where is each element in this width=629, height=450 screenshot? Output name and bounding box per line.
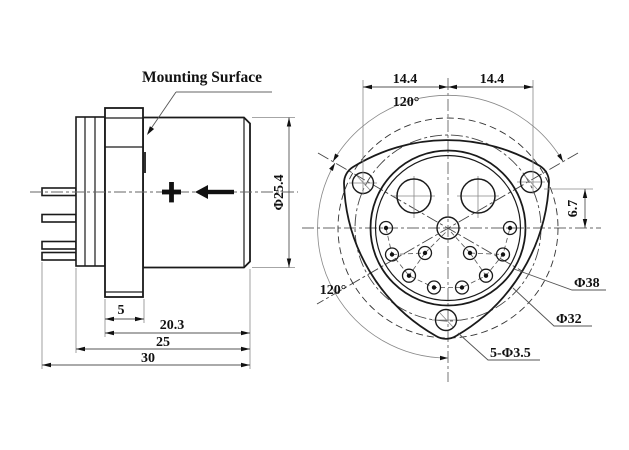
callout-mounting-holes: 5-Φ3.5: [457, 332, 540, 361]
mounting-hole-bottom: [432, 308, 460, 332]
flange-diameter-circle: [337, 117, 559, 339]
angle-bottom-left-text: 120°: [320, 283, 347, 298]
side-view: Mounting Surface Φ25.4 5: [30, 69, 298, 369]
pin-connector-lines: [385, 227, 511, 288]
dim-flange-diameter-text: Φ38: [574, 276, 600, 291]
lobe-axis-right: [316, 152, 579, 305]
dim-hole-span-right-text: 14.4: [480, 72, 505, 87]
dim-shell-to-end-text: 25: [156, 335, 170, 350]
dim-body-diameter-text: Φ25.4: [272, 174, 287, 210]
large-hole-right: [457, 176, 499, 218]
dim-body-diameter: Φ25.4: [252, 117, 295, 268]
dim-bolt-circle-text: Φ32: [556, 312, 582, 327]
connector-shell: [75, 116, 106, 267]
dim-total-length-text: 30: [141, 351, 155, 366]
direction-arrow: [195, 185, 234, 199]
connector-pins: [41, 187, 77, 261]
dim-mounting-holes-text: 5-Φ3.5: [490, 346, 531, 361]
dim-surface-to-end: 20.3: [105, 318, 250, 336]
large-hole-left: [393, 176, 435, 218]
dim-hole-offset-text: 6.7: [566, 200, 581, 218]
lobe-axis-left: [317, 152, 523, 272]
dim-surface-to-end-text: 20.3: [160, 318, 185, 333]
mounting-surface-label: Mounting Surface: [142, 69, 262, 86]
dim-hole-offset: 6.7: [544, 188, 593, 228]
dim-flange-thickness: 5: [105, 303, 144, 322]
center-hole: [436, 216, 460, 240]
callout-flange-diameter: Φ38: [513, 268, 606, 291]
body-circle-outer: [369, 149, 527, 307]
dim-shell-to-end: 25: [76, 335, 250, 352]
angle-arc-top: [332, 94, 564, 162]
mounting-flange-side: [104, 107, 146, 298]
dim-hole-span: 14.4 14.4: [362, 72, 534, 195]
angle-arc-bottom-left: [317, 162, 449, 361]
body-circle-inner: [374, 154, 522, 302]
plus-marker: [162, 182, 181, 203]
dim-hole-span-left-text: 14.4: [393, 72, 418, 87]
dim-total-length: 30: [42, 351, 250, 368]
mounting-hole-top-right: [517, 170, 545, 194]
trilobe-flange-outline: [343, 139, 550, 340]
dim-flange-thickness-text: 5: [118, 303, 125, 318]
side-extension-lines: [41, 262, 251, 369]
mounting-surface-callout: Mounting Surface: [142, 69, 272, 135]
angle-top-text: 120°: [393, 95, 420, 110]
callout-bolt-circle: Φ32: [512, 287, 592, 327]
front-view: 14.4 14.4 120° 120° 6.7 Φ38 Φ32 5-Φ3.5: [302, 72, 606, 382]
callout-arrowhead: [147, 126, 155, 135]
contact-pins: [378, 220, 518, 295]
